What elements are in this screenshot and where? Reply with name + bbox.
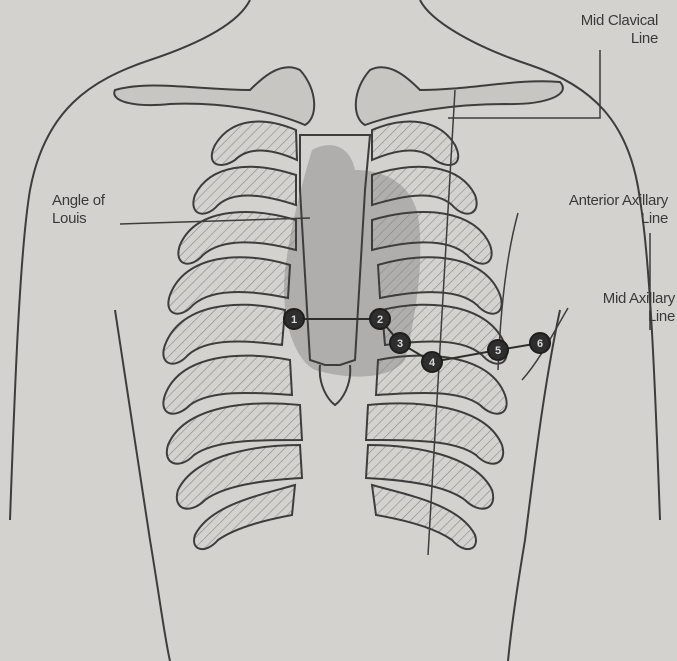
svg-text:4: 4 [429, 357, 436, 369]
label-line-1: Angle of [52, 192, 105, 210]
label-line-1: Anterior Axillary [500, 192, 668, 210]
mid-clavical-line-label: Mid Clavical Line [520, 12, 658, 48]
svg-text:1: 1 [291, 314, 297, 326]
electrode-v2: 2 [370, 309, 390, 329]
electrode-v6: 6 [530, 333, 550, 353]
angle-of-louis-label: Angle of Louis [52, 192, 105, 228]
label-line-2: Louis [52, 210, 105, 228]
svg-text:5: 5 [495, 345, 501, 357]
label-line-2: Line [500, 210, 668, 228]
svg-text:2: 2 [377, 314, 383, 326]
label-line-1: Mid Axillary [540, 290, 675, 308]
anterior-axillary-line-label: Anterior Axillary Line [500, 192, 668, 228]
electrode-v4: 4 [422, 352, 442, 372]
ribs-right [366, 122, 507, 549]
label-line-2: Line [520, 30, 658, 48]
svg-text:6: 6 [537, 338, 543, 350]
electrode-v1: 1 [284, 309, 304, 329]
ribs-left [163, 122, 302, 549]
mid-axillary-line-label: Mid Axillary Line [540, 290, 675, 326]
label-line-2: Line [540, 308, 675, 326]
label-line-1: Mid Clavical [520, 12, 658, 30]
electrode-v3: 3 [390, 333, 410, 353]
svg-text:3: 3 [397, 338, 403, 350]
electrode-v5: 5 [488, 340, 508, 360]
clavicles [114, 67, 563, 125]
